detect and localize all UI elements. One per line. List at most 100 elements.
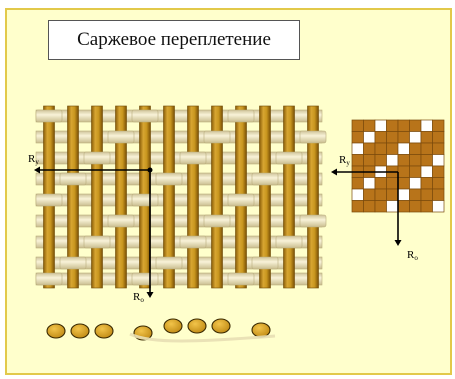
weft-float xyxy=(228,110,254,122)
grid-cell-dark xyxy=(421,143,433,155)
grid-cell-dark xyxy=(398,201,410,213)
weft-thread xyxy=(36,215,322,227)
weft-thread xyxy=(36,131,322,143)
grid-cell-dark xyxy=(375,189,387,201)
grid-cell-light xyxy=(433,201,445,213)
weft-float xyxy=(252,173,278,185)
grid-cell-dark xyxy=(375,201,387,213)
grid-cell-dark xyxy=(410,143,422,155)
weft-float xyxy=(60,257,86,269)
grid-cell-dark xyxy=(410,120,422,132)
grid-cell-dark xyxy=(364,155,376,167)
arrow-head xyxy=(395,240,402,246)
grid-cell-dark xyxy=(421,155,433,167)
grid-cell-light xyxy=(364,132,376,144)
warp-thread xyxy=(188,106,199,288)
weft-float xyxy=(132,110,158,122)
grid-cell-light xyxy=(410,178,422,190)
arrow-head xyxy=(147,292,154,298)
grid-cell-light xyxy=(421,120,433,132)
grid-cell-dark xyxy=(421,189,433,201)
grid-cell-dark xyxy=(410,201,422,213)
thread-cross-sections xyxy=(47,319,275,341)
grid-cell-dark xyxy=(387,132,399,144)
grid-cell-dark xyxy=(375,178,387,190)
warp-thread xyxy=(284,106,295,288)
weft-float xyxy=(204,131,230,143)
thread-section xyxy=(71,324,89,338)
weft-thread xyxy=(36,110,322,122)
weft-float xyxy=(156,257,182,269)
grid-cell-dark xyxy=(410,166,422,178)
grid-cell-light xyxy=(352,143,364,155)
grid-cell-dark xyxy=(352,132,364,144)
grid-cell-light xyxy=(364,178,376,190)
grid-cell-dark xyxy=(410,189,422,201)
grid-cell-dark xyxy=(364,189,376,201)
weft-thread xyxy=(36,273,322,285)
grid-cell-light xyxy=(387,155,399,167)
weft-float xyxy=(36,273,62,285)
grid-cell-dark xyxy=(387,189,399,201)
weft-float xyxy=(228,194,254,206)
weft-float xyxy=(108,215,134,227)
weft-float xyxy=(132,194,158,206)
grid-cell-dark xyxy=(398,166,410,178)
weft-float xyxy=(180,236,206,248)
grid-bottom-arrow-label: Ro xyxy=(407,249,418,262)
grid-cell-light xyxy=(375,120,387,132)
weft-float xyxy=(300,131,326,143)
weft-float xyxy=(300,215,326,227)
grid-cell-dark xyxy=(375,155,387,167)
grid-cell-dark xyxy=(433,132,445,144)
grid-cell-dark xyxy=(352,178,364,190)
grid-cell-dark xyxy=(387,178,399,190)
grid-left-arrow-label: Ry xyxy=(339,154,350,167)
arrow-head xyxy=(331,169,337,176)
grid-cell-dark xyxy=(352,201,364,213)
weft-float xyxy=(36,194,62,206)
weft-float xyxy=(36,110,62,122)
grid-cell-dark xyxy=(433,143,445,155)
grid-cell-light xyxy=(387,201,399,213)
grid-cell-dark xyxy=(364,201,376,213)
grid-cell-dark xyxy=(364,143,376,155)
grid-cell-light xyxy=(410,132,422,144)
weft-float xyxy=(180,152,206,164)
weft-float xyxy=(252,257,278,269)
grid-cell-dark xyxy=(421,132,433,144)
weft-float xyxy=(84,236,110,248)
grid-cell-dark xyxy=(398,155,410,167)
weft-float xyxy=(276,236,302,248)
thread-section xyxy=(164,319,182,333)
grid-cell-dark xyxy=(410,155,422,167)
thread-section xyxy=(212,319,230,333)
grid-cell-dark xyxy=(352,120,364,132)
grid-cell-light xyxy=(421,166,433,178)
grid-cell-dark xyxy=(375,143,387,155)
weft-float xyxy=(156,173,182,185)
grid-cell-dark xyxy=(398,178,410,190)
grid-cell-dark xyxy=(387,143,399,155)
thread-section xyxy=(47,324,65,338)
thread-section xyxy=(188,319,206,333)
grid-cell-dark xyxy=(421,201,433,213)
grid-cell-dark xyxy=(398,120,410,132)
weft-float xyxy=(204,215,230,227)
arrow-head xyxy=(34,167,40,174)
grid-cell-light xyxy=(433,155,445,167)
weft-thread xyxy=(36,194,322,206)
warp-thread xyxy=(92,106,103,288)
weave-fabric xyxy=(36,106,326,288)
grid-cell-dark xyxy=(387,120,399,132)
grid-cell-dark xyxy=(421,178,433,190)
grid-cell-light xyxy=(398,143,410,155)
arrow-origin-dot xyxy=(148,168,153,173)
grid-cell-dark xyxy=(433,120,445,132)
weave-bottom-arrow-label: Ro xyxy=(133,291,144,304)
grid-cell-dark xyxy=(398,132,410,144)
grid-cell-dark xyxy=(433,189,445,201)
grid-cell-dark xyxy=(352,155,364,167)
weft-float xyxy=(60,173,86,185)
